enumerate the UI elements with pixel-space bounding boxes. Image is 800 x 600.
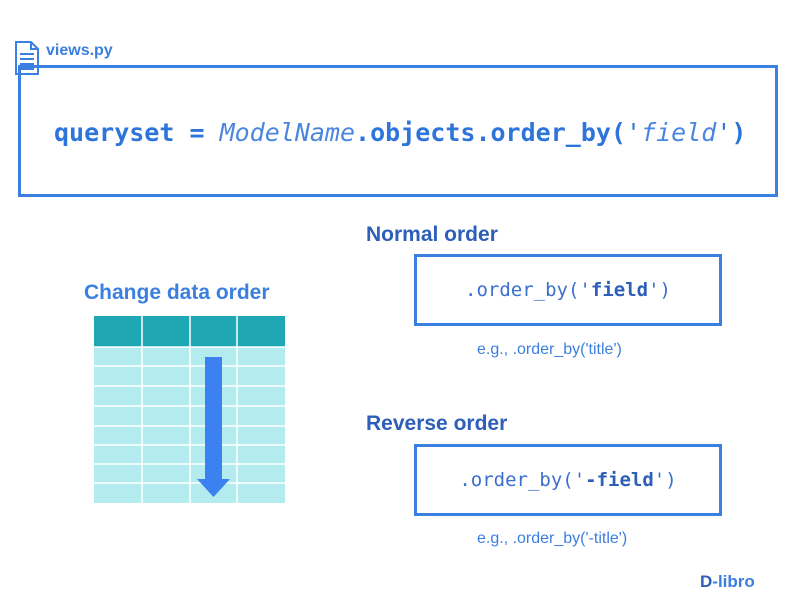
- reverse-code-suffix: '): [653, 469, 677, 491]
- code-quote-close: ': [716, 118, 732, 147]
- code-line: queryset = ModelName.objects.order_by('f…: [54, 118, 746, 147]
- code-close-paren: ): [731, 118, 747, 147]
- normal-code-prefix: .order_by(': [465, 279, 591, 301]
- code-box: queryset = ModelName.objects.order_by('f…: [18, 65, 778, 197]
- reverse-order-code-box: .order_by('-field'): [414, 444, 722, 516]
- code-operator: =: [174, 118, 220, 147]
- normal-code-field: field: [590, 279, 649, 301]
- normal-order-heading: Normal order: [366, 223, 498, 246]
- reverse-code-prefix: .order_by(': [459, 469, 586, 491]
- file-name: views.py: [46, 42, 113, 59]
- normal-code-suffix: '): [648, 279, 671, 301]
- code-argument: field: [641, 118, 717, 147]
- reverse-code-field: -field: [585, 469, 654, 491]
- reverse-order-example: e.g., .order_by('-title'): [477, 530, 628, 547]
- normal-order-code-box: .order_by('field'): [414, 254, 722, 326]
- reverse-order-heading: Reverse order: [366, 412, 508, 435]
- normal-order-example: e.g., .order_by('title'): [477, 341, 622, 358]
- code-variable: queryset: [54, 118, 175, 147]
- code-method: .objects.order_by(: [355, 118, 626, 147]
- change-order-title: Change data order: [84, 281, 270, 304]
- arrow-down-icon: [197, 357, 230, 497]
- d-libro-logo: D-libro: [700, 572, 755, 591]
- code-model-name: ModelName: [219, 118, 356, 147]
- code-quote-open: ': [625, 118, 642, 147]
- data-table-illustration: [94, 316, 285, 503]
